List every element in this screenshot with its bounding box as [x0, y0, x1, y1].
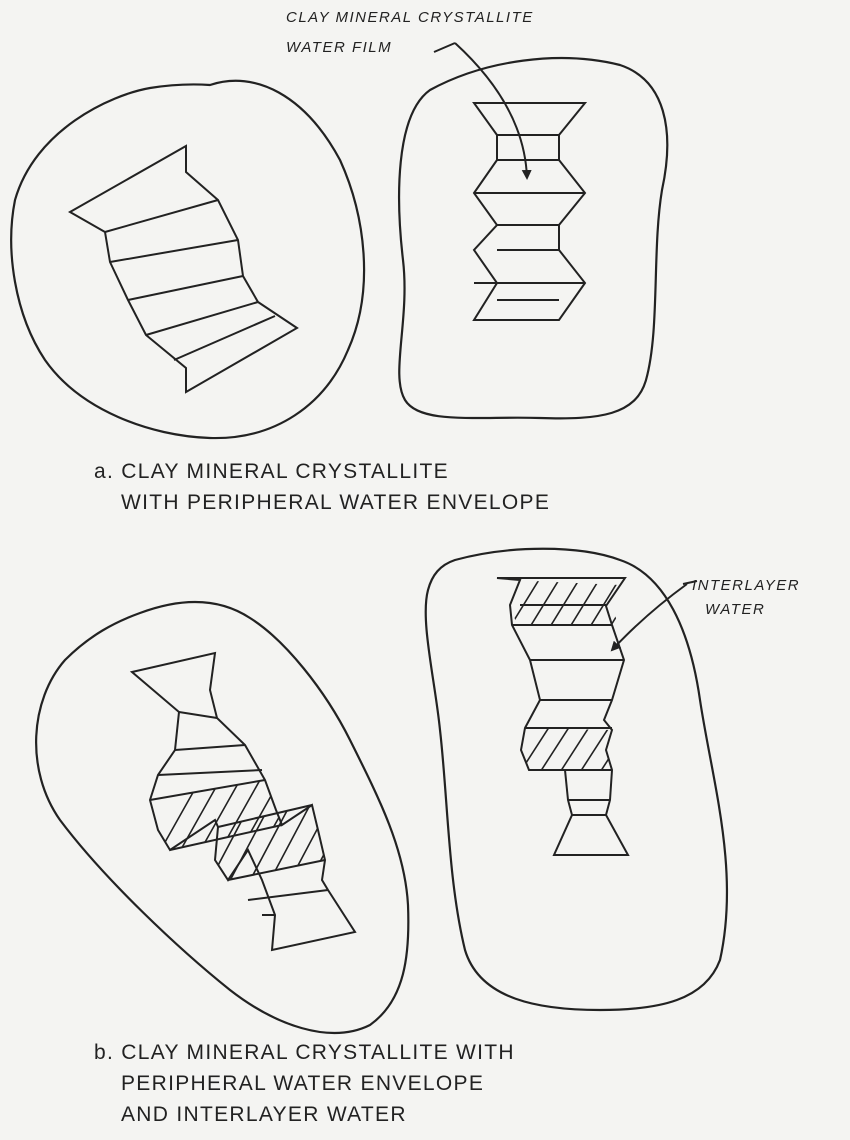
- water-film-arrow: [455, 43, 527, 178]
- caption-a-line1: CLAY MINERAL CRYSTALLITE: [121, 460, 449, 483]
- panel-a: CLAY MINERAL CRYSTALLITE WATER FILM: [11, 9, 667, 438]
- caption-b-letter: b.: [94, 1041, 114, 1064]
- crystallite-a-left: [70, 146, 297, 392]
- caption-b-line1: CLAY MINERAL CRYSTALLITE WITH: [121, 1041, 515, 1064]
- callout-b-line2: WATER: [705, 601, 765, 618]
- water-envelope-a-left: [11, 81, 364, 438]
- caption-b-line3: AND INTERLAYER WATER: [94, 1099, 515, 1130]
- caption-b: b. CLAY MINERAL CRYSTALLITE WITH PERIPHE…: [94, 1037, 515, 1130]
- panel-b: INTERLAYER WATER: [36, 549, 800, 1033]
- water-envelope-a-right: [399, 58, 667, 418]
- crystallite-b-right: [497, 570, 645, 855]
- caption-b-line2: PERIPHERAL WATER ENVELOPE: [94, 1068, 515, 1099]
- caption-a: a. CLAY MINERAL CRYSTALLITE WITH PERIPHE…: [94, 456, 550, 518]
- callout-a-line2: WATER FILM: [286, 39, 392, 56]
- crystallite-b-left: [132, 653, 355, 950]
- caption-a-letter: a.: [94, 460, 114, 483]
- callout-a-line1: CLAY MINERAL CRYSTALLITE: [286, 9, 534, 26]
- crystallite-a-right: [474, 103, 585, 320]
- interlayer-water-arrow: [612, 584, 687, 650]
- water-envelope-b-left: [36, 602, 408, 1033]
- callout-b-line1: INTERLAYER: [692, 577, 800, 594]
- caption-a-line2: WITH PERIPHERAL WATER ENVELOPE: [94, 487, 550, 518]
